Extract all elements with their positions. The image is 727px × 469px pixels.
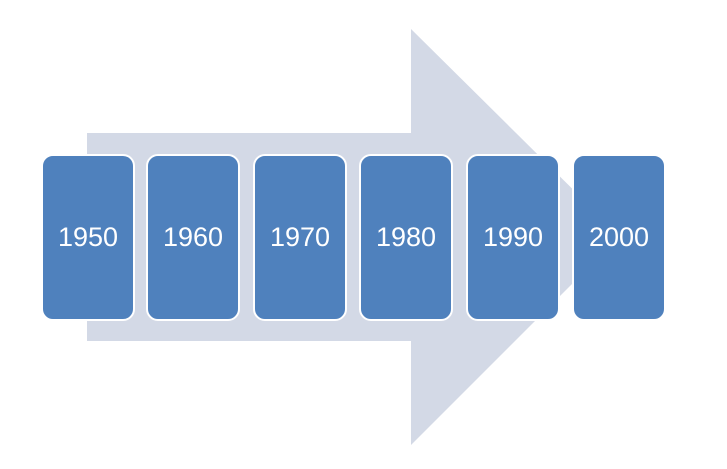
timeline-box-2000: 2000 — [572, 154, 666, 321]
timeline-box-label: 1990 — [482, 222, 544, 252]
timeline-box-label: 1980 — [375, 222, 437, 252]
timeline-box-label: 1950 — [57, 222, 119, 252]
timeline-box-label: 1960 — [162, 222, 224, 252]
timeline-box-1950: 1950 — [41, 154, 135, 321]
timeline-box-1980: 1980 — [359, 154, 453, 321]
arrow-shape — [87, 29, 620, 445]
timeline-box-1990: 1990 — [466, 154, 560, 321]
timeline-box-label: 1970 — [269, 222, 331, 252]
timeline-box-label: 2000 — [588, 222, 650, 252]
timeline-box-1960: 1960 — [146, 154, 240, 321]
timeline-box-1970: 1970 — [253, 154, 347, 321]
